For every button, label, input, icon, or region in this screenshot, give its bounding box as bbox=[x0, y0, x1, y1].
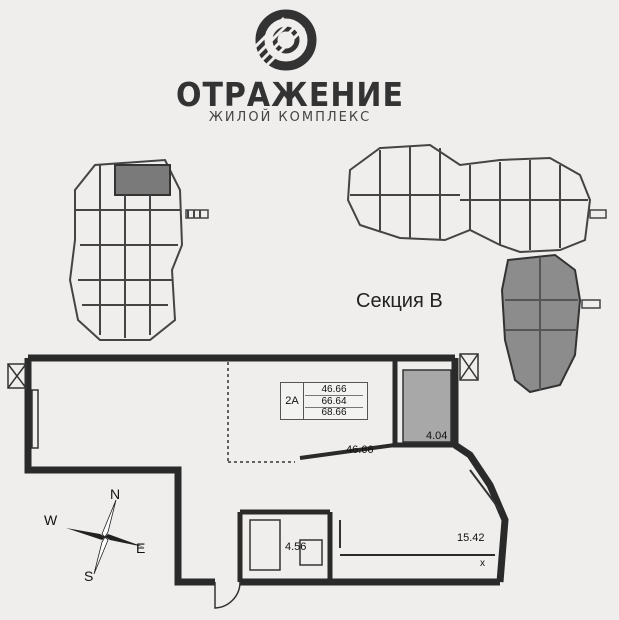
living-area-label: 46.66 bbox=[346, 444, 374, 456]
compass-east: E bbox=[136, 540, 146, 556]
area-value-1: 46.66 bbox=[321, 384, 347, 395]
apartment-fixtures bbox=[7, 353, 501, 609]
compass-rose-icon bbox=[66, 499, 144, 575]
compass-south: S bbox=[84, 568, 94, 584]
section-label: Секция В bbox=[356, 290, 443, 312]
bathroom-area-label: 4.56 bbox=[285, 541, 307, 553]
balcony-area-label: 4.04 bbox=[426, 430, 448, 442]
kitchen-area-label: 15.42 bbox=[457, 532, 485, 544]
building-plan-left bbox=[68, 158, 209, 341]
area-value-2: 66.64 bbox=[305, 395, 363, 408]
brand-logo-icon bbox=[250, 9, 317, 71]
brand-tagline: ЖИЛОЙ КОМПЛЕКС bbox=[208, 110, 372, 125]
compass-north: N bbox=[110, 486, 121, 502]
stove-label: x bbox=[480, 558, 485, 569]
apartment-area-box: 2А 46.66 66.64 68.66 bbox=[280, 382, 368, 420]
apartment-type: 2А bbox=[281, 383, 304, 419]
apartment-plan bbox=[24, 354, 509, 586]
brand-name: ОТРАЖЕНИЕ bbox=[175, 76, 405, 115]
compass-west: W bbox=[44, 512, 58, 528]
area-value-3: 68.66 bbox=[321, 407, 347, 418]
building-plan-right bbox=[346, 143, 607, 394]
